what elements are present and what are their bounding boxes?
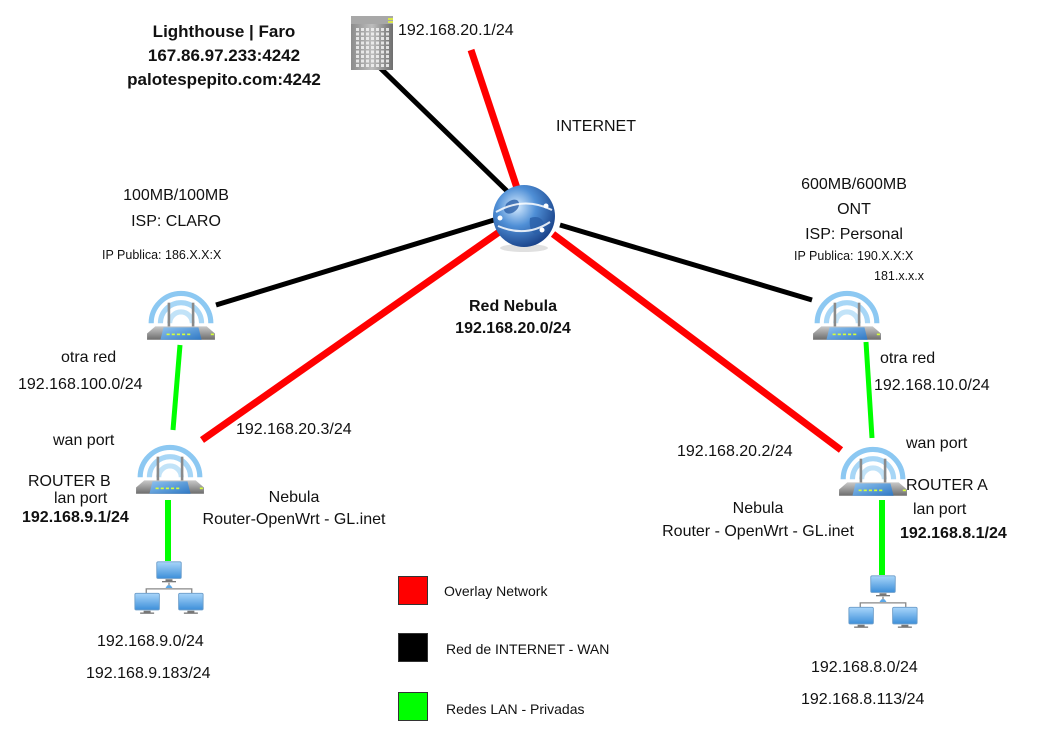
router-b-lan-label: lan port: [54, 490, 108, 507]
internet-label: INTERNET: [556, 118, 636, 135]
isp-a-type: ONT: [837, 201, 871, 218]
router-b-desc-line2: Router-OpenWrt - GL.inet: [202, 511, 386, 528]
isp-a-info: 600MB/600MB ONT ISP: Personal: [801, 172, 907, 247]
lighthouse-label: Lighthouse | Faro 167.86.97.233:4242 pal…: [127, 20, 321, 92]
router-b-icon: [134, 436, 206, 500]
lan-link-isp-a-router-a: [863, 341, 875, 439]
router-a-host-ip: 192.168.8.113/24: [801, 691, 925, 708]
isp-b-router-icon: [145, 282, 217, 346]
router-a-icon: [837, 438, 909, 502]
router-a-lan-label: lan port: [913, 501, 967, 518]
isp-a-public-ip: IP Publica: 190.X.X:X: [794, 249, 914, 263]
router-b-name: ROUTER B: [28, 473, 111, 490]
router-a-wan-label: wan port: [906, 435, 968, 452]
overlay-link-lighthouse: [467, 48, 521, 190]
wan-link-isp-b-internet: [215, 217, 495, 308]
lighthouse-nebula-ip: 192.168.20.1/24: [398, 22, 514, 39]
overlay-link-router-a: [550, 231, 844, 453]
legend-swatch-wan: [398, 633, 428, 662]
router-b-nebula-ip: 192.168.20.3/24: [236, 421, 352, 438]
isp-b-info: 100MB/100MB ISP: CLARO: [123, 183, 229, 235]
router-a-nebula-ip: 192.168.20.2/24: [677, 443, 793, 460]
router-a-lan-ip: 192.168.8.1/24: [900, 525, 1007, 542]
lighthouse-ip: 167.86.97.233:4242: [147, 46, 301, 65]
router-b-upstream-label: otra red: [61, 349, 117, 366]
router-b-lan-ip: 192.168.9.1/24: [22, 509, 129, 526]
router-a-upstream-label: otra red: [880, 350, 936, 367]
router-a-lan-hosts-icon: [848, 574, 918, 630]
overlay-link-router-b: [199, 227, 505, 443]
router-a-upstream-subnet: 192.168.10.0/24: [874, 377, 990, 394]
lan-link-isp-b-router-b: [170, 344, 183, 431]
legend-label-overlay: Overlay Network: [444, 583, 548, 599]
isp-b-public-ip: IP Publica: 186.X.X:X: [102, 248, 222, 262]
legend-swatch-lan: [398, 692, 428, 721]
lighthouse-domain: palotespepito.com:4242: [127, 70, 321, 89]
nebula-network-name: Red Nebula: [468, 298, 558, 315]
router-a-description: Nebula Router - OpenWrt - GL.inet: [662, 497, 854, 543]
router-a-lan-subnet: 192.168.8.0/24: [811, 659, 918, 676]
nebula-network-subnet: 192.168.20.0/24: [455, 320, 571, 337]
router-a-desc-line2: Router - OpenWrt - GL.inet: [662, 523, 854, 540]
isp-a-speed: 600MB/600MB: [801, 176, 907, 193]
router-b-desc-line1: Nebula: [268, 489, 320, 506]
nebula-network-label: Red Nebula 192.168.20.0/24: [455, 296, 571, 340]
isp-b-speed: 100MB/100MB: [123, 187, 229, 204]
router-a-desc-line1: Nebula: [732, 500, 784, 517]
legend-label-lan: Redes LAN - Privadas: [446, 701, 585, 717]
router-b-description: Nebula Router-OpenWrt - GL.inet: [203, 487, 386, 531]
isp-a-secondary-ip: 181.x.x.x: [874, 269, 925, 283]
router-b-wan-label: wan port: [53, 432, 115, 449]
router-b-upstream-subnet: 192.168.100.0/24: [18, 376, 143, 393]
router-b-lan-subnet: 192.168.9.0/24: [97, 633, 204, 650]
isp-a-router-icon: [811, 282, 883, 346]
wan-link-isp-a-internet: [559, 222, 813, 303]
isp-a-name: ISP: Personal: [805, 226, 903, 243]
isp-b-name: ISP: CLARO: [131, 213, 221, 230]
wan-link-lighthouse-internet: [370, 58, 510, 194]
router-b-lan-hosts-icon: [134, 560, 204, 616]
legend-swatch-overlay: [398, 576, 428, 605]
server-icon: [351, 16, 393, 70]
globe-icon: [493, 185, 555, 252]
lighthouse-title: Lighthouse | Faro: [152, 22, 296, 41]
router-a-name: ROUTER A: [906, 477, 988, 494]
legend-label-wan: Red de INTERNET - WAN: [446, 641, 610, 657]
router-b-host-ip: 192.168.9.183/24: [86, 665, 211, 682]
